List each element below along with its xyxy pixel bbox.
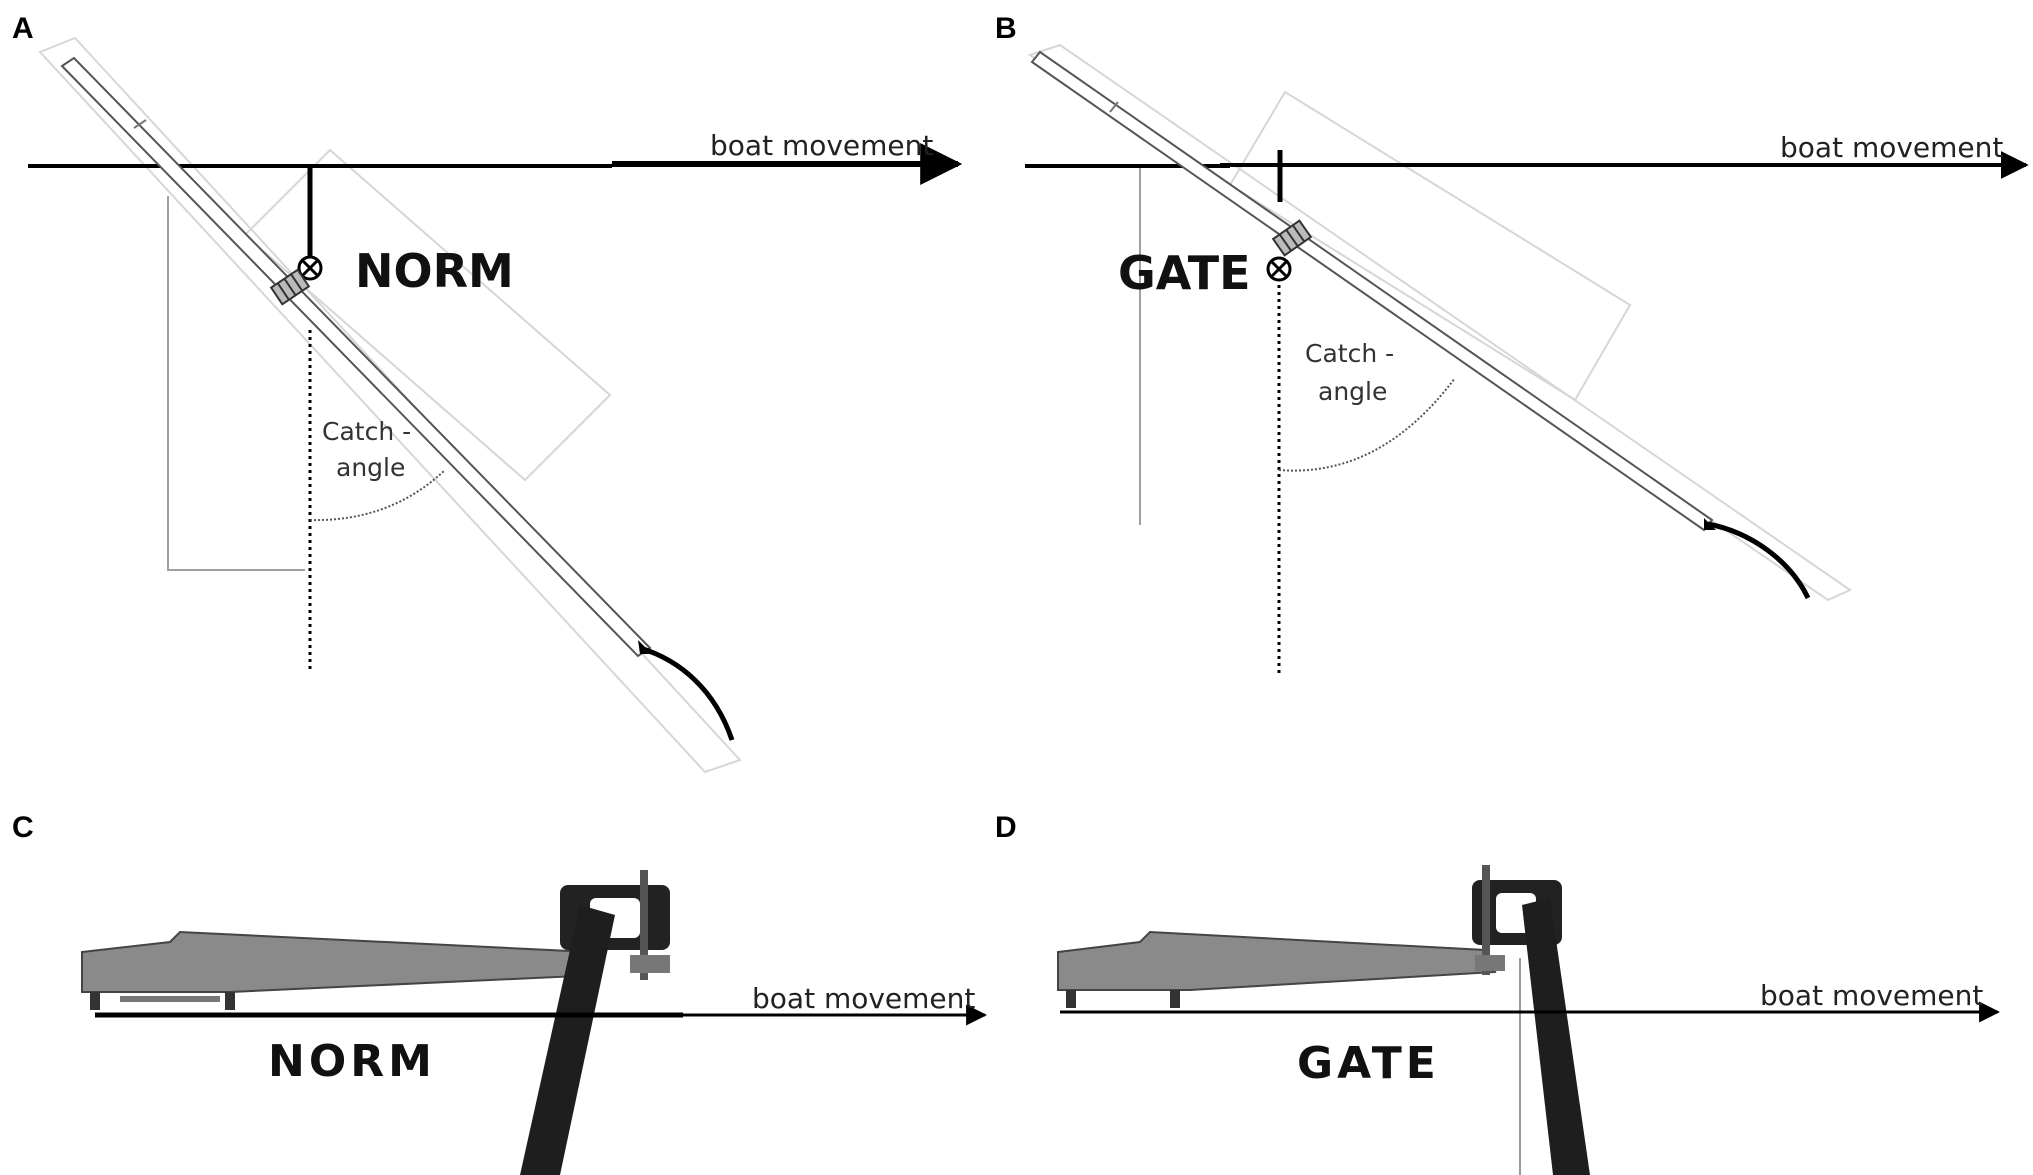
panel-c: C boat movement NORM — [12, 811, 988, 1175]
panel-letter-b: B — [995, 12, 1017, 45]
oar-shaft — [520, 905, 615, 1175]
setting-label-norm: NORM — [268, 1036, 436, 1087]
oar-blade — [1707, 521, 1811, 600]
oar-frame-outline — [1027, 43, 1853, 602]
boat-movement-label: boat movement — [710, 129, 933, 162]
setting-label-gate: GATE — [1297, 1038, 1440, 1089]
blade-tip — [638, 640, 652, 654]
rigger-arm — [1057, 930, 1497, 1008]
oar-collar — [269, 268, 311, 306]
catch-angle-arc — [1278, 377, 1456, 472]
oar-collar — [1271, 219, 1313, 257]
boat-movement-label: boat movement — [1780, 131, 2003, 164]
catch-angle-label-line1: Catch - — [322, 417, 411, 446]
boat-movement-label: boat movement — [1760, 979, 1983, 1012]
setting-label-norm: NORM — [355, 244, 514, 298]
reference-frame — [167, 196, 305, 571]
blade-tip — [1704, 518, 1716, 530]
panel-a: A boat movement NORM — [12, 12, 963, 774]
oar-blade — [639, 645, 735, 741]
pin-cross-2 — [1270, 260, 1288, 278]
rigger-arm — [81, 930, 602, 1010]
panel-letter-d: D — [995, 811, 1017, 844]
catch-angle-label-line1: Catch - — [1305, 339, 1394, 368]
panel-letter-c: C — [12, 811, 34, 844]
boat-movement-label: boat movement — [752, 982, 975, 1015]
panel-d: D boat movement GATE — [995, 811, 2001, 1175]
blade-frame-outline — [1228, 90, 1632, 402]
oar-shaft — [1030, 50, 1714, 532]
blade-frame-outline — [243, 148, 612, 482]
setting-label-gate: GATE — [1118, 246, 1251, 300]
panel-letter-a: A — [12, 12, 34, 45]
pin-cross-2 — [301, 259, 319, 277]
oar-shaft — [60, 56, 652, 658]
catch-angle-label-line2: angle — [336, 453, 405, 482]
oar-frame-outline — [38, 36, 742, 774]
panel-b: B boat movement GATE — [995, 12, 2029, 675]
catch-angle-label-line2: angle — [1318, 377, 1387, 406]
oar-shaft — [1522, 898, 1590, 1175]
